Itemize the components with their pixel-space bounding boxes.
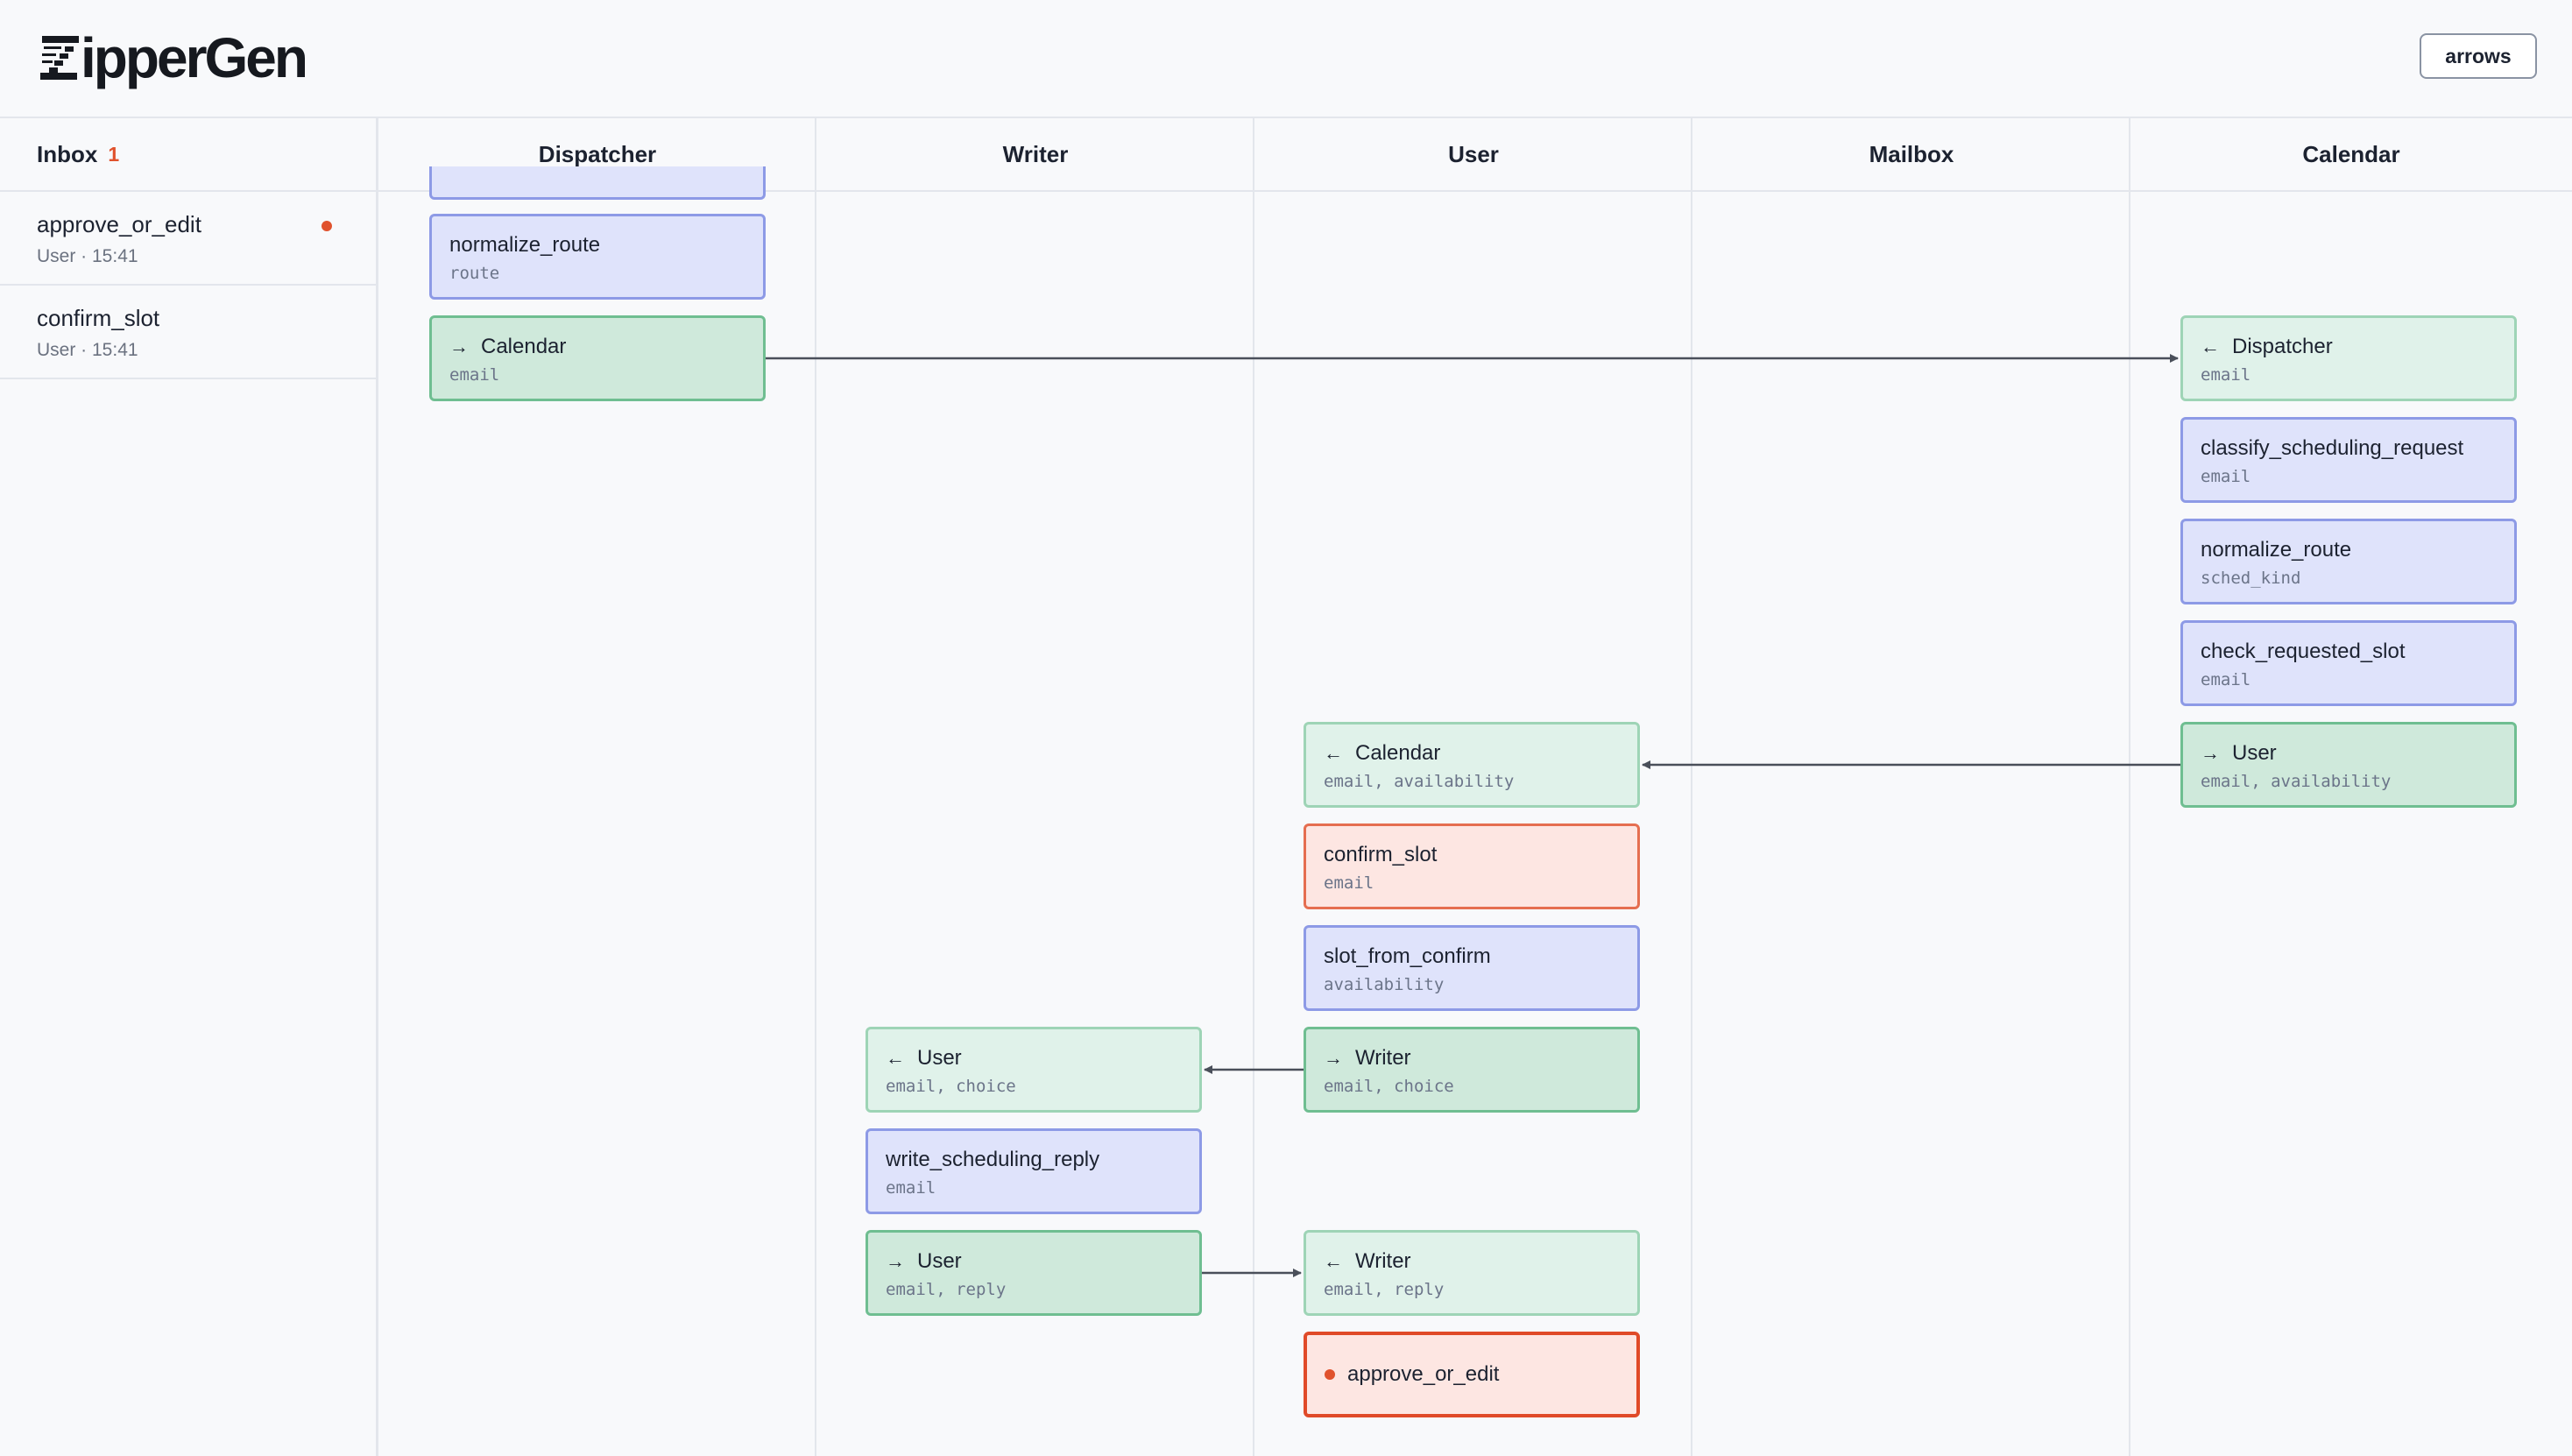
send-card-to-user[interactable]: → User email, availability	[2180, 722, 2517, 808]
card-title: User	[917, 1046, 962, 1070]
arrow-left-icon: ←	[2201, 336, 2220, 357]
card-subtitle: email, availability	[1324, 772, 1515, 791]
step-card-slot-from-confirm[interactable]: slot_from_confirm availability	[1304, 925, 1640, 1011]
arrow-left-icon: ←	[1324, 1250, 1343, 1272]
inbox-item-name: approve_or_edit	[37, 211, 201, 237]
receive-card-from-dispatcher[interactable]: ← Dispatcher email	[2180, 315, 2517, 401]
step-card-classify-scheduling-request[interactable]: classify_scheduling_request email	[2180, 417, 2517, 503]
swimlane-area: Dispatcher Writer User Mailbox Calendar	[378, 118, 2572, 1456]
inbox-item-meta: User · 15:41	[37, 340, 138, 360]
inbox-sidebar: Inbox 1 approve_or_edit User · 15:41 con…	[0, 118, 378, 1456]
card-subtitle: availability	[1324, 975, 1445, 994]
step-card-normalize-route[interactable]: normalize_route route	[429, 214, 766, 300]
arrow-right-icon: →	[886, 1250, 905, 1272]
zippergen-logo: ipperGen	[40, 25, 308, 91]
send-card-to-user-reply[interactable]: → User email, reply	[866, 1230, 1202, 1316]
inbox-item-confirm-slot[interactable]: confirm_slot User · 15:41	[0, 286, 376, 379]
pending-dot-icon	[1325, 1369, 1335, 1380]
card-title: approve_or_edit	[1347, 1362, 1500, 1386]
lane-divider	[2129, 118, 2130, 1456]
inbox-header: Inbox 1	[0, 118, 376, 192]
arrows-toggle-button[interactable]: arrows	[2420, 33, 2537, 79]
lane-header-user: User	[1254, 118, 1692, 192]
card-title: Writer	[1355, 1249, 1411, 1273]
card-title: Calendar	[481, 335, 567, 358]
logo-z-mark-icon	[40, 32, 81, 83]
inbox-item-name: confirm_slot	[37, 305, 160, 331]
lane-header-calendar: Calendar	[2130, 118, 2572, 192]
lane-divider	[1691, 118, 1692, 1456]
card-title: Dispatcher	[2232, 335, 2333, 358]
card-title: User	[2232, 741, 2277, 765]
human-card-confirm-slot[interactable]: confirm_slot email	[1304, 823, 1640, 909]
card-subtitle: route	[449, 264, 500, 283]
inbox-count-badge: 1	[108, 142, 120, 166]
unread-dot-icon	[322, 221, 332, 231]
card-subtitle: email, reply	[886, 1280, 1007, 1299]
card-title: write_scheduling_reply	[886, 1148, 1100, 1171]
step-card-hidden[interactable]	[429, 166, 766, 200]
step-card-check-requested-slot[interactable]: check_requested_slot email	[2180, 620, 2517, 706]
receive-card-from-writer[interactable]: ← Writer email, reply	[1304, 1230, 1640, 1316]
arrow-right-icon: →	[1324, 1047, 1343, 1069]
arrow-left-icon: ←	[886, 1047, 905, 1069]
card-subtitle: sched_kind	[2201, 569, 2301, 588]
card-title: check_requested_slot	[2201, 640, 2406, 663]
card-subtitle: email	[2201, 467, 2251, 486]
human-card-approve-or-edit[interactable]: approve_or_edit	[1304, 1332, 1640, 1417]
card-subtitle: email	[1324, 873, 1374, 893]
logo-text: ipperGen	[81, 26, 308, 89]
card-subtitle: email	[2201, 670, 2251, 689]
card-subtitle: email	[2201, 365, 2251, 385]
card-subtitle: email, choice	[1324, 1077, 1454, 1096]
card-subtitle: email, reply	[1324, 1280, 1445, 1299]
lane-divider	[1253, 118, 1254, 1456]
card-title: normalize_route	[2201, 538, 2352, 562]
card-title: normalize_route	[449, 233, 601, 257]
send-card-to-writer[interactable]: → Writer email, choice	[1304, 1027, 1640, 1113]
inbox-item-meta: User · 15:41	[37, 246, 138, 266]
step-card-normalize-route-calendar[interactable]: normalize_route sched_kind	[2180, 519, 2517, 604]
card-subtitle: email, choice	[886, 1077, 1016, 1096]
lane-header-mailbox: Mailbox	[1692, 118, 2130, 192]
arrow-left-icon: ←	[1324, 742, 1343, 764]
receive-card-from-calendar[interactable]: ← Calendar email, availability	[1304, 722, 1640, 808]
card-title: Writer	[1355, 1046, 1411, 1070]
card-title: User	[917, 1249, 962, 1273]
top-bar: ipperGen arrows	[0, 0, 2572, 118]
card-title: classify_scheduling_request	[2201, 436, 2464, 460]
card-title: slot_from_confirm	[1324, 944, 1491, 968]
card-title: Calendar	[1355, 741, 1441, 765]
inbox-title: Inbox	[37, 140, 98, 167]
step-card-write-scheduling-reply[interactable]: write_scheduling_reply email	[866, 1128, 1202, 1214]
arrow-right-icon: →	[449, 336, 469, 357]
card-subtitle: email	[886, 1178, 936, 1198]
arrow-right-icon: →	[2201, 742, 2220, 764]
send-card-to-calendar[interactable]: → Calendar email	[429, 315, 766, 401]
card-subtitle: email	[449, 365, 500, 385]
card-title: confirm_slot	[1324, 843, 1438, 866]
receive-card-from-user[interactable]: ← User email, choice	[866, 1027, 1202, 1113]
inbox-item-approve-or-edit[interactable]: approve_or_edit User · 15:41	[0, 192, 376, 286]
lane-header-writer: Writer	[816, 118, 1254, 192]
card-subtitle: email, availability	[2201, 772, 2392, 791]
lane-divider	[815, 118, 816, 1456]
